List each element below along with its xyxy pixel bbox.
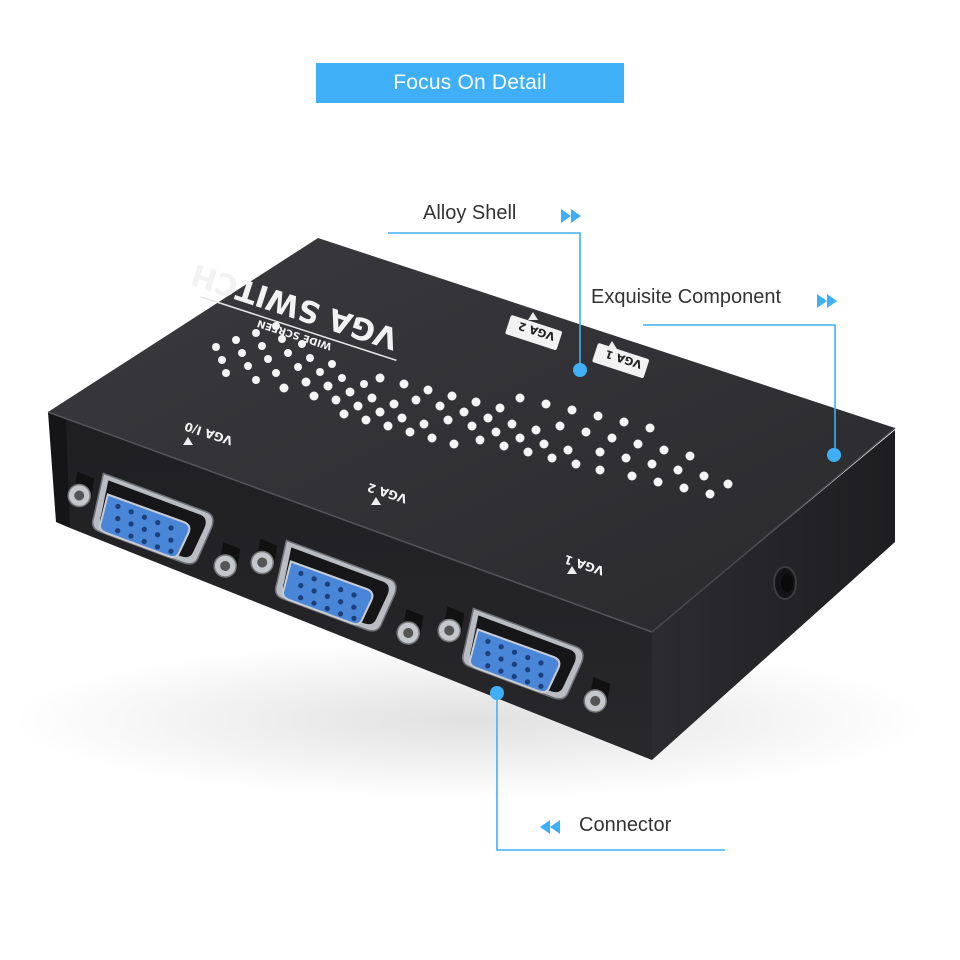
- rewind-icon: [540, 820, 560, 834]
- connector-label: Connector: [579, 814, 672, 836]
- focus-on-detail-banner: Focus On Detail: [316, 63, 624, 103]
- side-screw: [773, 566, 797, 600]
- connector-leader-line: [496, 693, 725, 851]
- exquisite-component-leader-line: [643, 324, 836, 455]
- callout-lines: [388, 232, 836, 851]
- exquisite-component-label: Exquisite Component: [591, 286, 782, 308]
- ventilation-holes: [212, 322, 733, 499]
- alloy-shell-dot: [573, 363, 587, 377]
- alloy-shell-leader-line: [388, 232, 581, 370]
- connector-dot: [490, 686, 504, 700]
- device-side-face: [652, 430, 895, 760]
- exquisite-component-dot: [827, 448, 841, 462]
- fast-forward-icon: [561, 209, 581, 223]
- fast-forward-icon: [817, 294, 837, 308]
- alloy-shell-label: Alloy Shell: [423, 202, 517, 224]
- device-top-face: [48, 238, 895, 632]
